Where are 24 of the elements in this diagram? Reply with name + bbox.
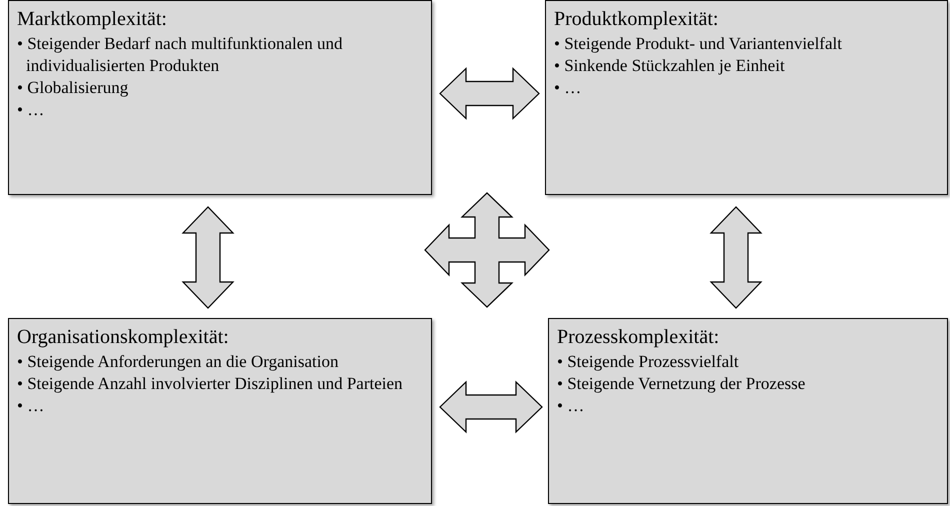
bullet-item: • Sinkende Stückzahlen je Einheit: [554, 55, 786, 77]
box-heading: Produktkomplexität:: [554, 7, 720, 31]
bullet-item: • Steigende Anforderungen an die Organisation: [17, 351, 340, 373]
double-block-arrow: [182, 206, 234, 309]
bullet-item: • …: [554, 77, 582, 99]
double-block-arrow: [439, 67, 540, 120]
bullet-item: • …: [557, 395, 586, 417]
box-heading: Prozesskomplexität:: [557, 325, 720, 349]
bullet-item: • Globalisierung: [17, 77, 130, 99]
bullet-item: • Steigende Vernetzung der Prozesse: [557, 373, 806, 395]
bullet-item: • Steigende Produkt- und Variantenvielfalt: [554, 33, 843, 55]
double-block-arrow: [710, 206, 762, 309]
text-box: [545, 0, 948, 195]
bullet-item: • …: [17, 99, 46, 121]
double-block-arrow: [439, 380, 543, 434]
box-heading: Organisationskomplexität:: [17, 325, 230, 349]
box-heading: Marktkomplexität:: [17, 7, 168, 31]
text-box: [8, 318, 432, 504]
bullet-item: • Steigender Bedarf nach multifunktionalen und individualisierten Produkten: [17, 33, 344, 77]
bullet-item: • Steigende Prozessvielfalt: [557, 351, 740, 373]
bullet-item: • …: [17, 395, 46, 417]
bullet-item: • Steigende Anzahl involvierter Disziplinen und Parteien: [17, 373, 404, 395]
text-box: [8, 0, 432, 195]
text-box: [548, 318, 948, 504]
